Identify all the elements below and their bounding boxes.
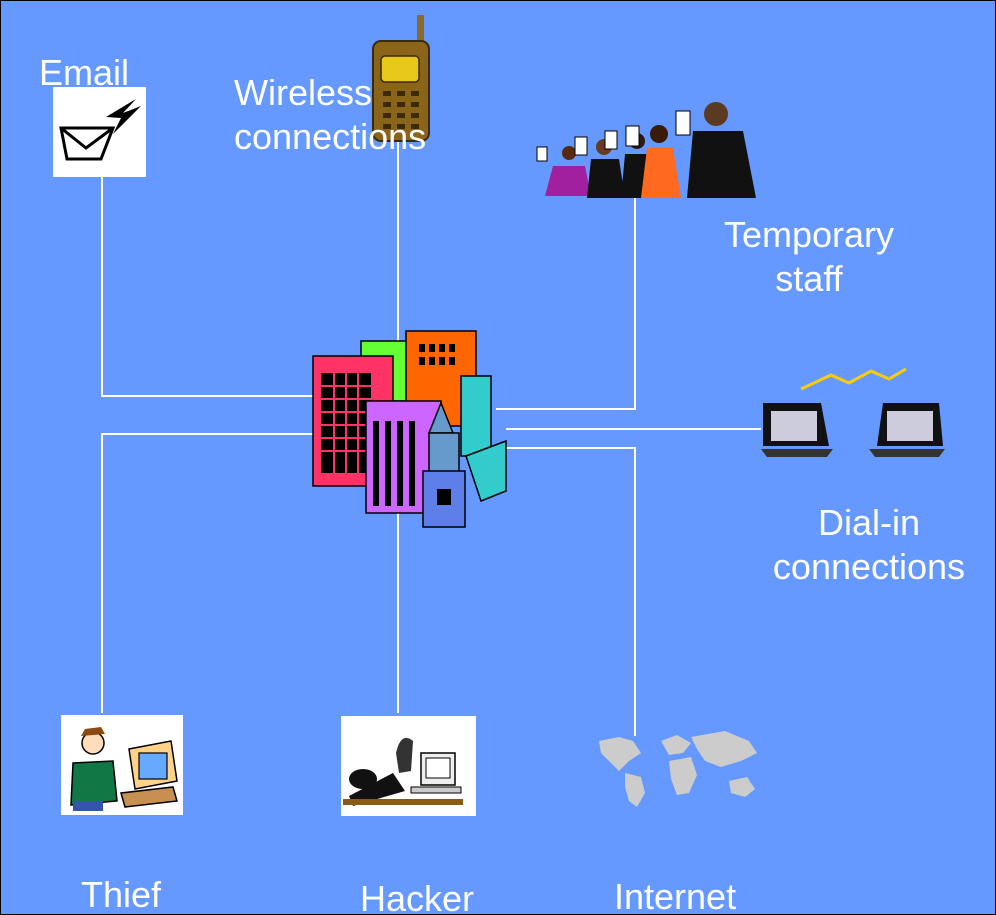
wireless-label-line-1: Wireless: [234, 72, 373, 113]
wireless-label-line-2: connections: [234, 116, 427, 157]
email-connector: [101, 151, 316, 397]
dialin-label-line-1: Dial-in: [817, 502, 921, 543]
world-map-icon: [599, 731, 757, 807]
dialin-label-line-2: connections: [772, 546, 966, 587]
email-envelope-icon: [53, 87, 146, 177]
internet-connector: [506, 447, 636, 736]
hacker-at-computer-icon: [341, 716, 476, 816]
thief-breaking-computer-icon: [61, 715, 183, 815]
dialin-label: Dial-in connections: [749, 501, 989, 589]
temporary-staff-label-line-2: staff: [775, 258, 843, 299]
email-label: Email: [39, 52, 130, 93]
thief-label: Thief: [81, 874, 162, 915]
temporary-staff-label-line-1: Temporary: [723, 214, 895, 255]
temporary-staff-label: Temporary staff: [689, 213, 929, 301]
office-buildings-icon: [312, 330, 507, 528]
thief-connector: [101, 433, 316, 713]
temp-staff-connector: [496, 196, 636, 410]
mobile-phone-icon: [372, 15, 430, 142]
connected-computers-icon: [761, 367, 945, 457]
people-group-icon: [536, 102, 756, 198]
internet-label: Internet: [614, 876, 737, 915]
hacker-label: Hacker: [360, 878, 475, 915]
wireless-label: Wireless connections: [234, 71, 426, 159]
